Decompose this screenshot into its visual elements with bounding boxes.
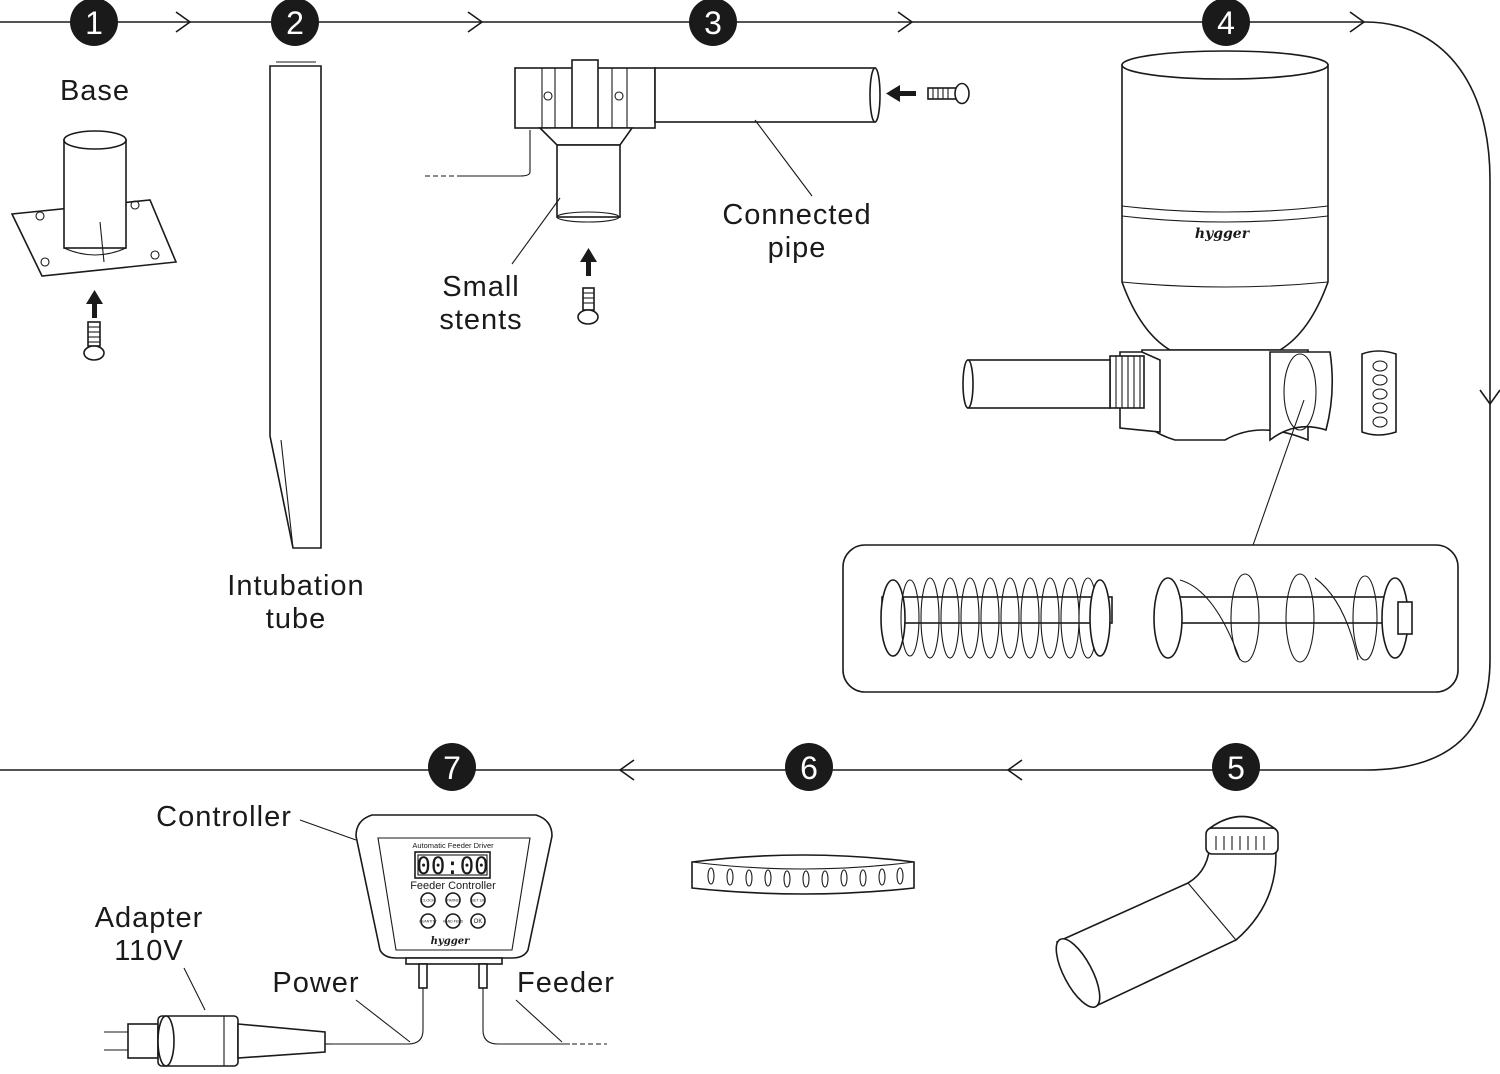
svg-text:5: 5 [1227,750,1245,786]
svg-text:TIMING: TIMING [446,898,460,903]
small-stents-leader [511,197,561,265]
arrow-right-icon [175,11,192,33]
flow-path-top [0,21,1491,771]
arrow-right-icon [1349,11,1366,33]
step-badge-1: 1 [70,0,118,46]
feeder-end-cap-part [1361,350,1397,436]
svg-text:7: 7 [443,750,461,786]
feeder-leader [515,999,563,1043]
controller-connectors [330,963,607,1045]
svg-text:1: 1 [85,5,103,41]
auger-spring-right [1153,573,1413,663]
svg-text:OK: OK [474,919,483,925]
arrow-up-icon [86,290,103,318]
arrow-left-icon [618,759,635,781]
flow-arrows [175,11,1500,781]
retaining-ring-part [691,854,915,895]
svg-text:SET UP: SET UP [471,898,486,903]
adapter-label-line2: 110V [114,935,184,967]
svg-text:4: 4 [1217,5,1235,41]
screw-icon [927,82,970,105]
svg-text:2: 2 [286,5,304,41]
controller-button-timing[interactable]: TIMING [445,892,461,908]
arrow-up-icon [580,248,597,276]
power-label: Power [272,967,359,999]
intubation-tube-label-line1: Intubation [227,570,364,602]
controller-title: Automatic Feeder Driver [412,841,494,850]
connected-pipe-label-line1: Connected [722,199,871,231]
arrow-left-icon [886,85,916,102]
controller-button-ok[interactable]: OK [470,913,486,929]
tee-joint-part [425,59,656,223]
step-badge-3: 3 [689,0,737,46]
screw-icon [577,287,599,325]
controller-button-hand-feed[interactable]: HAND FEED [443,913,464,929]
step-badge-7: 7 [428,743,476,791]
controller-leader [299,819,357,841]
controller-button-quantity[interactable]: QUANTITY [419,913,438,929]
controller-label: Controller [156,801,292,833]
controller-subtitle: Feeder Controller [410,880,496,892]
intubation-tube-part [269,61,322,549]
power-leader [355,999,411,1043]
step-badge-4: 4 [1202,0,1250,46]
connected-pipe-part [654,67,881,123]
auger-detail-panel [842,544,1459,693]
adapter-label-line1: Adapter [95,902,204,934]
svg-text:QUANTITY: QUANTITY [419,920,437,924]
step-badge-2: 2 [271,0,319,46]
power-adapter-plug [104,1015,332,1067]
arrow-right-icon [897,11,914,33]
svg-text:HAND FEED: HAND FEED [443,920,464,924]
auger-leader [1244,399,1305,569]
svg-text:6: 6 [800,750,818,786]
base-label: Base [60,75,130,107]
connected-pipe-leader [754,119,813,197]
connected-pipe-label-line2: pipe [768,232,827,264]
adapter-leader [183,967,206,1011]
hopper-brand-logo: hygger [1195,226,1251,242]
ring-grip-slots [707,867,904,888]
svg-text:3: 3 [704,5,722,41]
feeder-label: Feeder [517,967,615,999]
step-badge-6: 6 [785,743,833,791]
svg-text:CLOCK: CLOCK [421,898,435,903]
small-stents-label-line2: stents [439,304,522,336]
arrow-left-icon [1006,759,1023,781]
controller-display: 00:00 [416,852,488,880]
auger-spring-left [880,577,1113,659]
arrow-down-icon [1479,389,1500,406]
controller-brand-logo: hygger [431,936,470,947]
intubation-tube-label-line2: tube [266,603,326,635]
arrow-right-icon [467,11,484,33]
step-badge-5: 5 [1212,743,1260,791]
outlet-elbow-part [1055,815,1279,1008]
screw-icon [83,321,105,361]
feeder-controller-device: Automatic Feeder Driver 00:00 Feeder Con… [355,814,553,965]
controller-button-setup[interactable]: SET UP [470,892,486,908]
controller-button-clock[interactable]: CLOCK [420,892,436,908]
base-part [10,130,178,277]
feeder-hopper-part: hygger [962,50,1334,442]
small-stents-label-line1: Small [442,271,520,303]
